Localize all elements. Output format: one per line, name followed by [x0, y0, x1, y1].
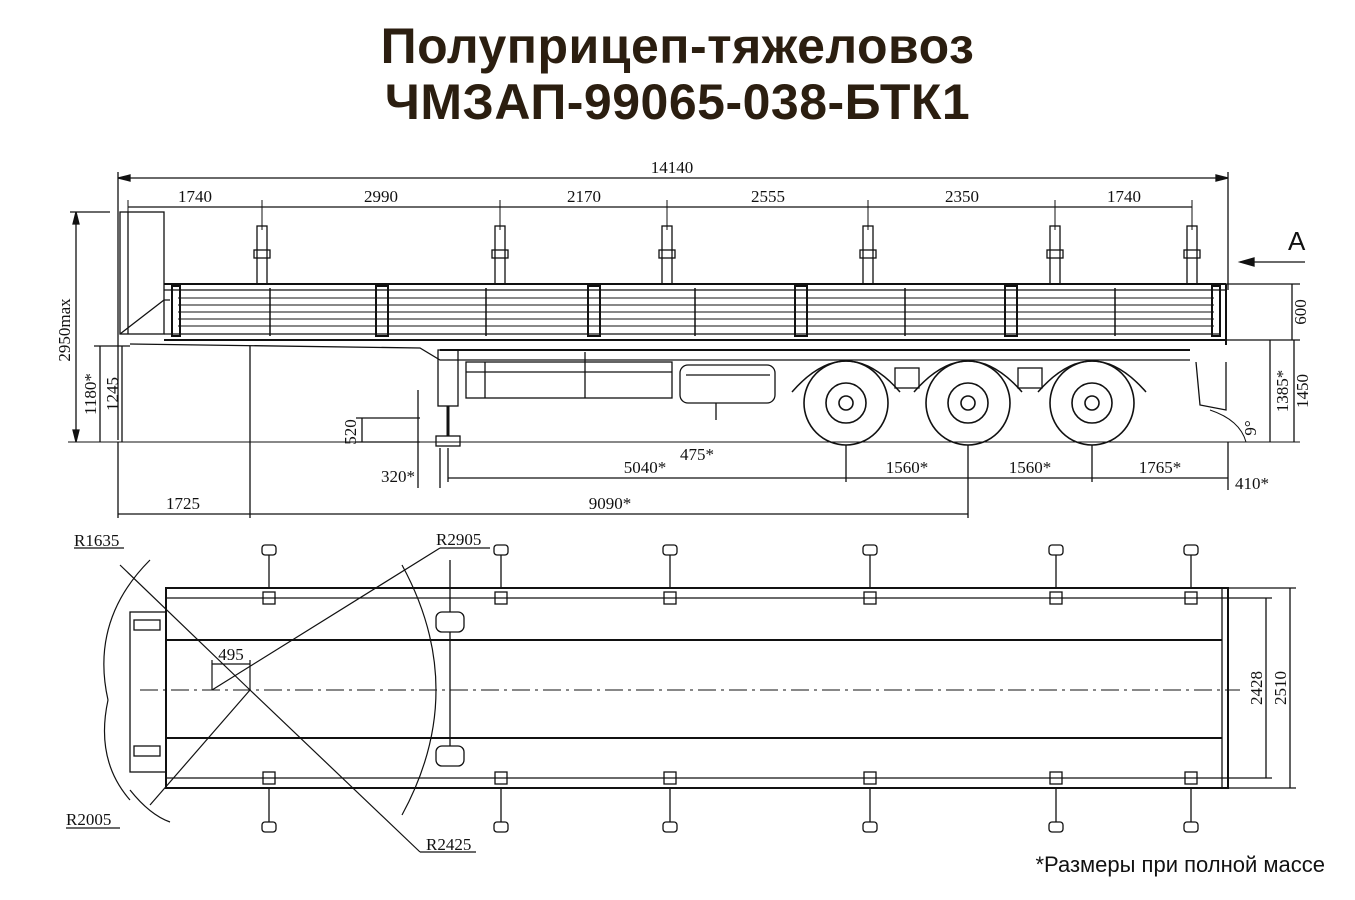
radius-outer: R2425: [426, 835, 471, 854]
dim-wheelbase: 9090*: [589, 494, 632, 513]
footnote: *Размеры при полной массе: [1035, 852, 1325, 877]
dim-axle-spacing-1: 1560*: [886, 458, 929, 477]
dim-overall-length: 14140: [651, 158, 694, 177]
dim-support-leg: 520: [341, 419, 360, 445]
title-line-1: Полуприцеп-тяжеловоз: [380, 18, 975, 74]
dim-rear-height: 1450: [1293, 374, 1312, 408]
top-view: [66, 544, 1296, 853]
dim-deck-height: 1245: [103, 377, 122, 411]
dim-segment-2: 2990: [364, 187, 398, 206]
dim-landing-gear: 475*: [680, 445, 714, 464]
dim-segment-6: 1740: [1107, 187, 1141, 206]
dim-front-overhang: 1725: [166, 494, 200, 513]
dim-segment-5: 2350: [945, 187, 979, 206]
dim-outer-width: 2510: [1271, 671, 1290, 705]
view-marker-a: A: [1288, 226, 1306, 256]
title-line-2: ЧМЗАП-99065-038-БТК1: [384, 74, 971, 130]
side-view: [68, 172, 1305, 518]
radius-inner: R2005: [66, 810, 111, 829]
dim-support-offset: 320*: [381, 467, 415, 486]
dim-rear-overhang: 1765*: [1139, 458, 1182, 477]
dim-rear-height-loaded: 1385*: [1273, 370, 1292, 413]
dim-rear-small: 410*: [1235, 474, 1269, 493]
dim-kingpin-to-axle: 5040*: [624, 458, 667, 477]
dim-height-max: 2950max: [55, 298, 74, 362]
dim-side-wall: 600: [1291, 299, 1310, 325]
dim-axle-spacing-2: 1560*: [1009, 458, 1052, 477]
dim-ground-angle: 9°: [1241, 420, 1260, 435]
radius-turn: R2905: [436, 530, 481, 549]
dim-segment-4: 2555: [751, 187, 785, 206]
radius-front: R1635: [74, 531, 119, 550]
dim-deck-height-loaded: 1180*: [81, 373, 100, 415]
dim-inner-width: 2428: [1247, 671, 1266, 705]
dim-segment-1: 1740: [178, 187, 212, 206]
dim-kingpin-offset: 495: [218, 645, 244, 664]
dim-segment-3: 2170: [567, 187, 601, 206]
